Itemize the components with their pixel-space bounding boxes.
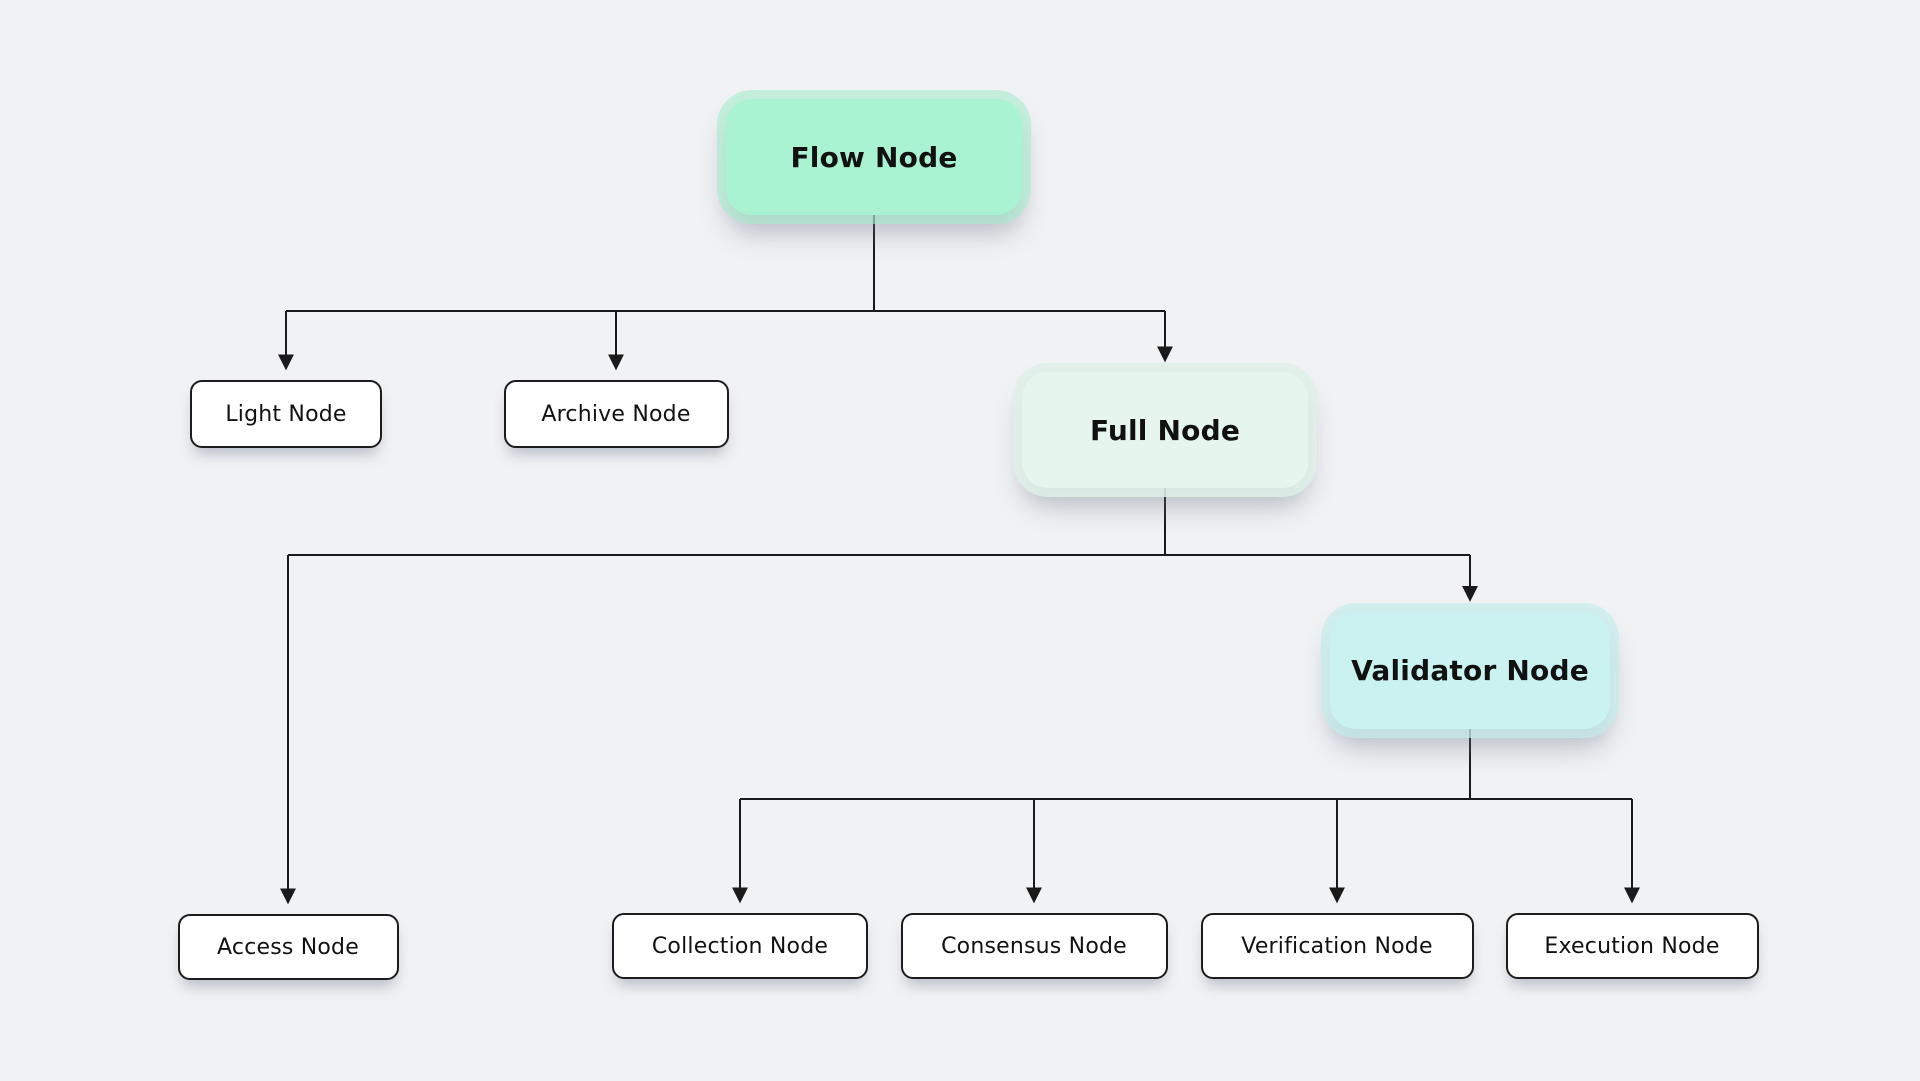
node-validator: Validator Node (1330, 611, 1610, 729)
node-archive: Archive Node (503, 380, 729, 448)
node-light: Light Node (190, 380, 382, 448)
node-consensus: Consensus Node (900, 913, 1168, 979)
node-access: Access Node (177, 914, 399, 980)
node-collection: Collection Node (612, 913, 868, 979)
node-execution: Execution Node (1505, 913, 1759, 979)
node-full: Full Node (1022, 372, 1308, 488)
node-flow: Flow Node (726, 99, 1022, 215)
node-verification: Verification Node (1200, 913, 1474, 979)
